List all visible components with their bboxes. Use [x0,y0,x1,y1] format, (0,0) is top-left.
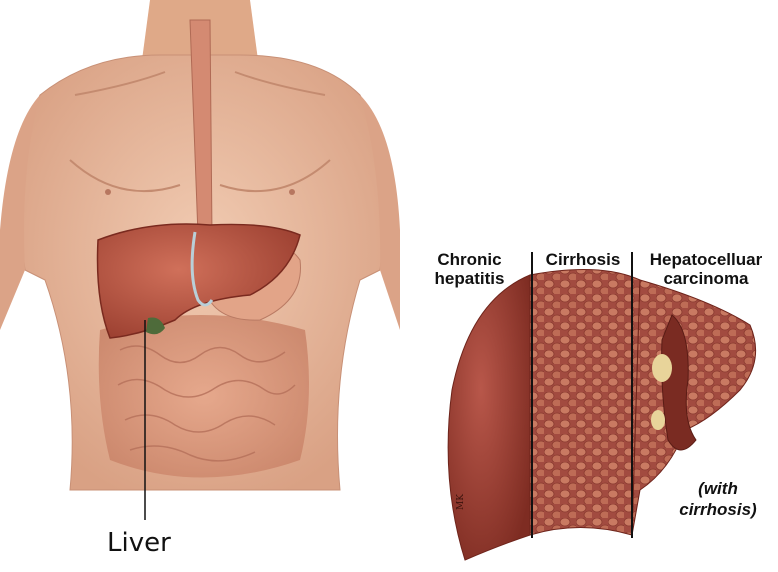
artist-signature: MK [456,494,466,510]
stage-label-line2: carcinoma [636,269,776,288]
stage-label-line1: Chronic [422,250,517,269]
intestines [99,315,309,478]
stage-label-line1: Hepatocelluar [636,250,776,269]
carcinoma-note: (with cirrhosis) [668,478,768,520]
torso-illustration: Liver [0,0,400,572]
liver-cirrhosis-region [530,270,640,535]
liver-stages-illustration: Chronic hepatitis Cirrhosis Hepatocellua… [400,0,778,572]
nipple-right [289,189,295,195]
tumor-nodule-1 [652,354,672,382]
stage-label-cirrhosis: Cirrhosis [538,250,628,269]
stage-label-hepatocellular-carcinoma: Hepatocelluar carcinoma [636,250,776,288]
note-line1: (with [668,478,768,499]
note-line2: cirrhosis) [668,499,768,520]
tumor-nodule-2 [651,410,665,430]
nipple-left [105,189,111,195]
liver-label: Liver [107,528,171,558]
stage-label-line2: hepatitis [422,269,517,288]
stage-label-chronic-hepatitis: Chronic hepatitis [422,250,517,288]
liver-healthy-region [448,275,530,560]
torso-figure [0,0,400,572]
stage-label-line1: Cirrhosis [538,250,628,269]
